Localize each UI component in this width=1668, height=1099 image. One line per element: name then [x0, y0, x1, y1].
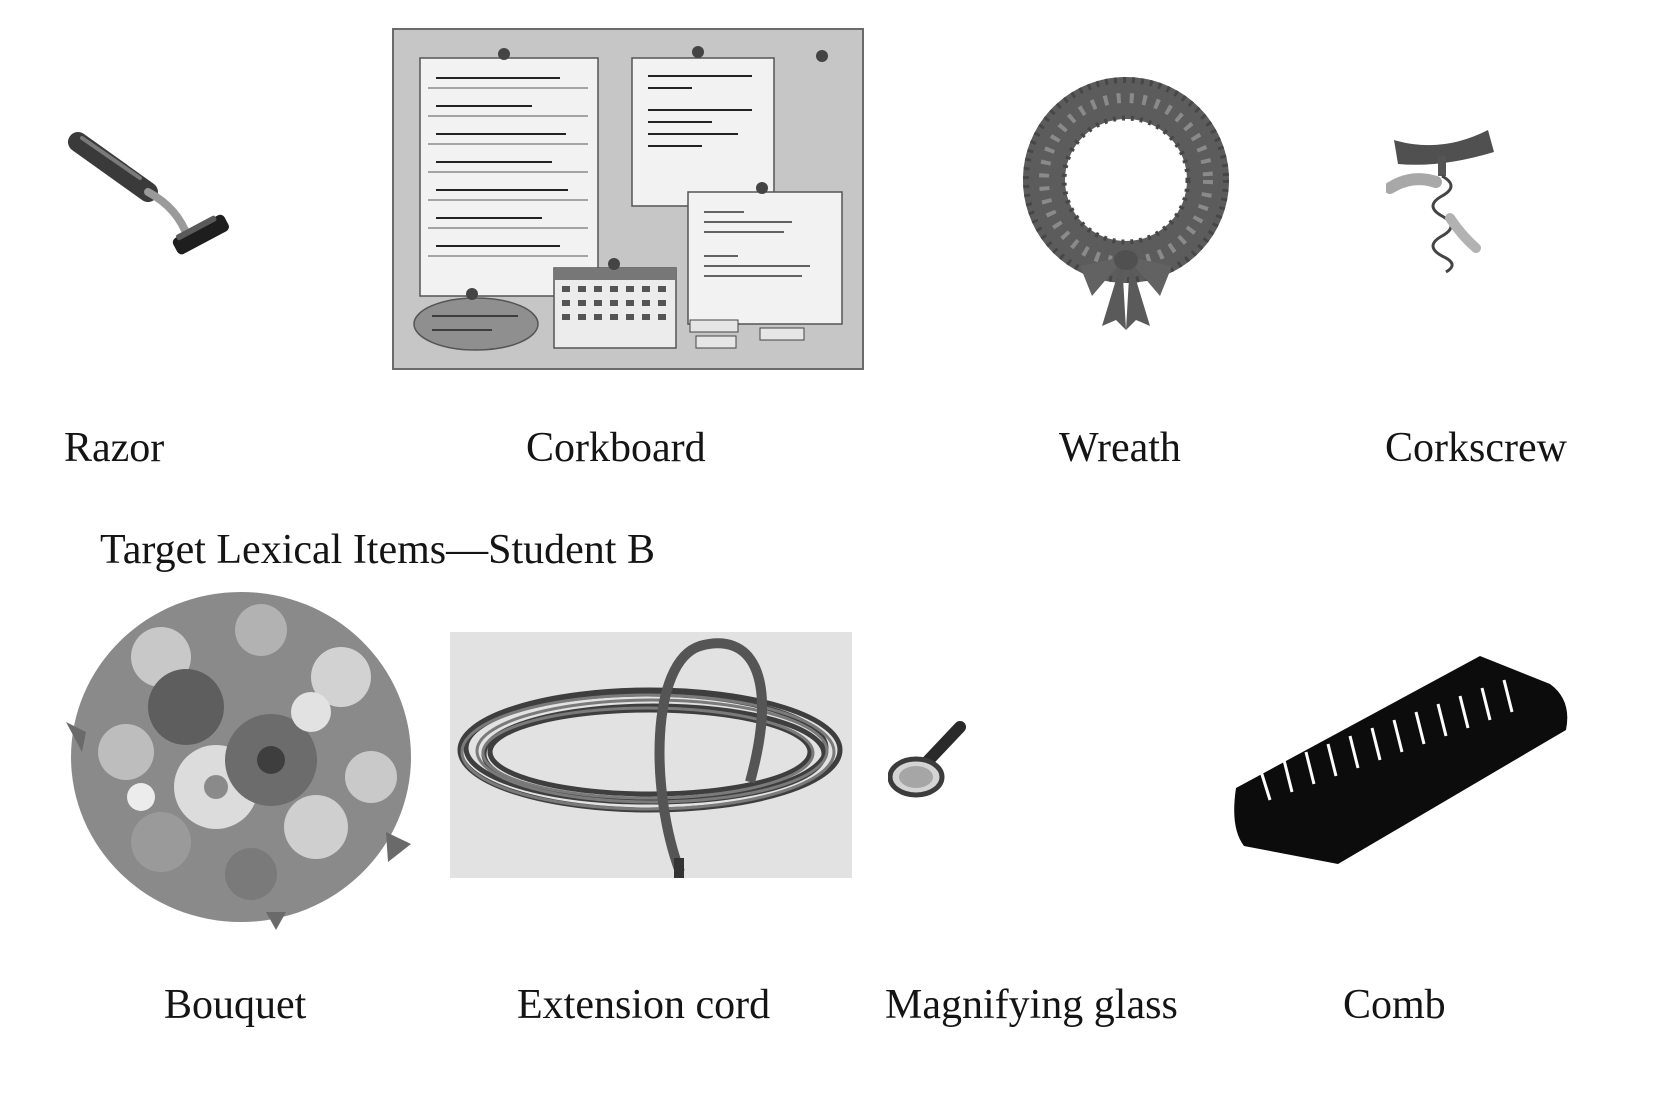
- caption-corkscrew: Corkscrew: [1385, 425, 1567, 471]
- corkscrew-image: [1386, 118, 1498, 278]
- magnifying-glass-image: [888, 717, 970, 805]
- comb-image: [1230, 648, 1578, 870]
- caption-wreath: Wreath: [1059, 425, 1181, 471]
- extension-cord-image: [450, 632, 852, 878]
- corkboard-image: [392, 28, 864, 370]
- bouquet-image: [66, 582, 416, 932]
- razor-image: [60, 120, 240, 270]
- caption-extension-cord: Extension cord: [517, 982, 771, 1028]
- caption-corkboard: Corkboard: [526, 425, 706, 471]
- caption-magnifying-glass: Magnifying glass: [885, 982, 1178, 1028]
- section-heading: Target Lexical Items—Student B: [100, 527, 655, 573]
- caption-bouquet: Bouquet: [164, 982, 307, 1028]
- caption-comb: Comb: [1343, 982, 1446, 1028]
- wreath-image: [1018, 70, 1234, 330]
- caption-razor: Razor: [64, 425, 165, 471]
